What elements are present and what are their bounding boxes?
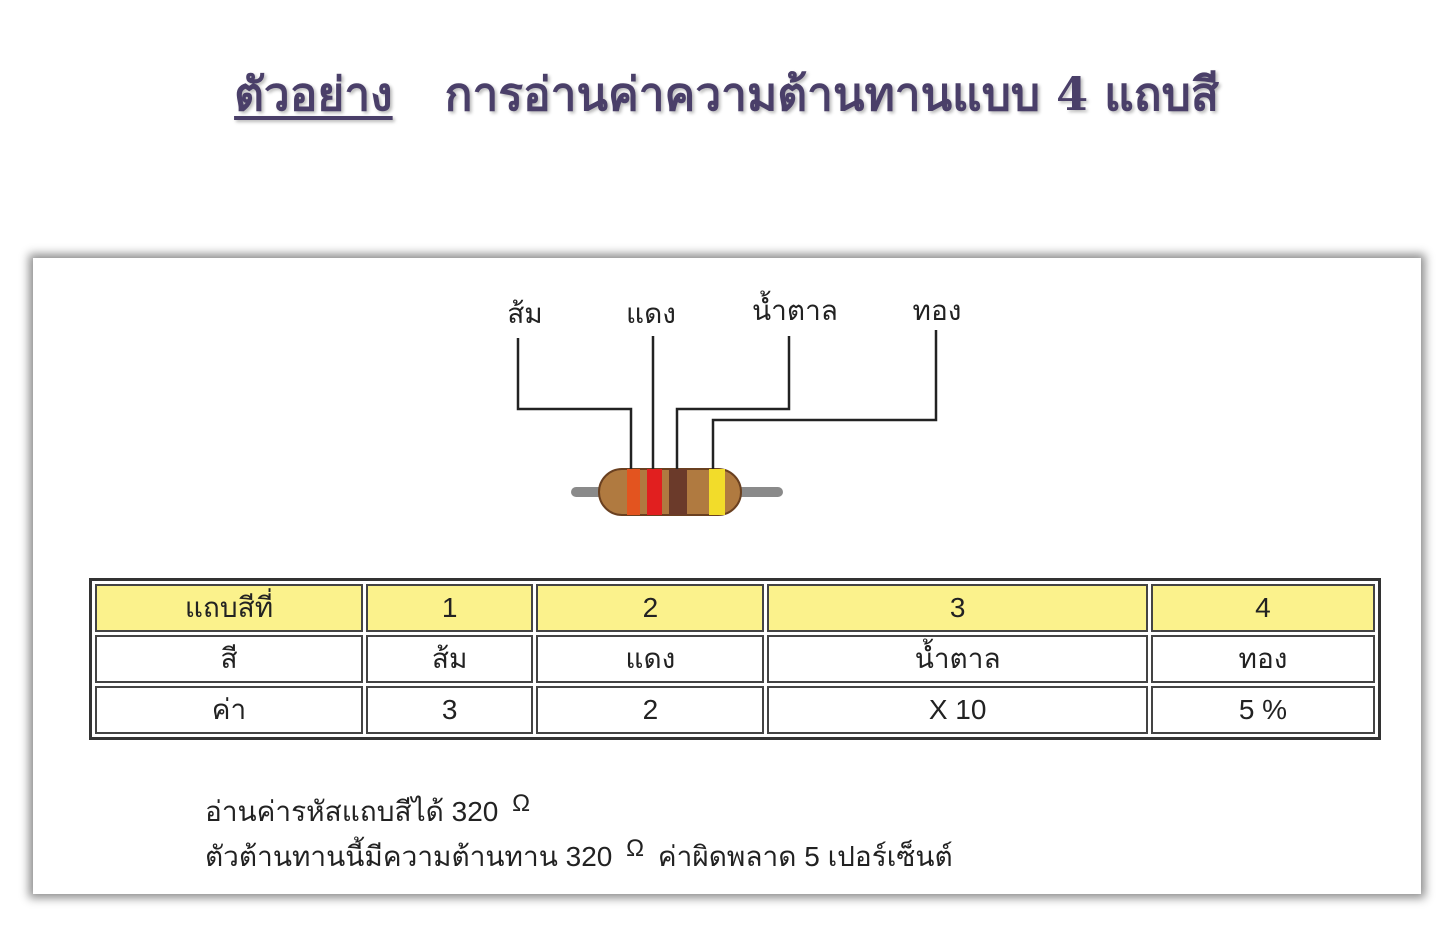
example-card: ส้ม แดง น้ำตาล ทอง แถบสีที่ 1 2 3 4 สี ส… xyxy=(33,258,1421,894)
ohm-symbol: Ω xyxy=(512,790,531,817)
table-cell: สี xyxy=(95,635,363,683)
note-2-suffix: ค่าผิดพลาด 5 เปอร์เซ็นต์ xyxy=(657,841,953,872)
table-header-cell: 2 xyxy=(536,584,765,632)
note-2-text: ตัวต้านทานนี้มีความต้านทาน 320 xyxy=(205,841,613,872)
table-cell: 2 xyxy=(536,686,765,734)
band-4-gold xyxy=(709,469,725,515)
band-1-orange xyxy=(627,469,640,515)
title-text: การอ่านค่าความต้านทานแบบ 4 แถบสี xyxy=(444,67,1219,121)
band-2-red xyxy=(647,469,662,515)
table-cell: ส้ม xyxy=(366,635,534,683)
table-cell: 3 xyxy=(366,686,534,734)
table-header-cell: 3 xyxy=(767,584,1148,632)
table-cell: น้ำตาล xyxy=(767,635,1148,683)
table-cell: แดง xyxy=(536,635,765,683)
result-note-1: อ่านค่ารหัสแถบสีได้ 320 Ω xyxy=(205,790,536,834)
page-title: ตัวอย่าง การอ่านค่าความต้านทานแบบ 4 แถบส… xyxy=(0,58,1453,131)
table-header-cell: 4 xyxy=(1150,584,1375,632)
table-row: ค่า 3 2 X 10 5 % xyxy=(95,686,1375,734)
table-header-row: แถบสีที่ 1 2 3 4 xyxy=(95,584,1375,632)
band-3-brown xyxy=(669,469,687,515)
table-cell: X 10 xyxy=(767,686,1148,734)
table-row: สี ส้ม แดง น้ำตาล ทอง xyxy=(95,635,1375,683)
label-orange: ส้ม xyxy=(507,297,543,330)
leader-line-4 xyxy=(711,330,938,469)
table-header-cell: แถบสีที่ xyxy=(95,584,363,632)
resistor-diagram: ส้ม แดง น้ำตาล ทอง xyxy=(507,290,962,516)
color-band-table: แถบสีที่ 1 2 3 4 สี ส้ม แดง น้ำตาล ทอง ค… xyxy=(89,578,1381,740)
ohm-symbol: Ω xyxy=(626,835,645,862)
label-gold: ทอง xyxy=(913,294,962,327)
table-cell: ค่า xyxy=(95,686,363,734)
leader-line-3 xyxy=(675,336,791,469)
label-brown: น้ำตาล xyxy=(752,290,838,327)
leader-line-1 xyxy=(516,338,633,469)
table-cell: ทอง xyxy=(1150,635,1375,683)
title-keyword: ตัวอย่าง xyxy=(234,67,393,121)
table-cell: 5 % xyxy=(1150,686,1375,734)
table-header-cell: 1 xyxy=(366,584,534,632)
label-red: แดง xyxy=(626,297,676,330)
note-1-text: อ่านค่ารหัสแถบสีได้ 320 xyxy=(205,796,499,827)
result-note-2: ตัวต้านทานนี้มีความต้านทาน 320 Ω ค่าผิดพ… xyxy=(205,835,953,879)
